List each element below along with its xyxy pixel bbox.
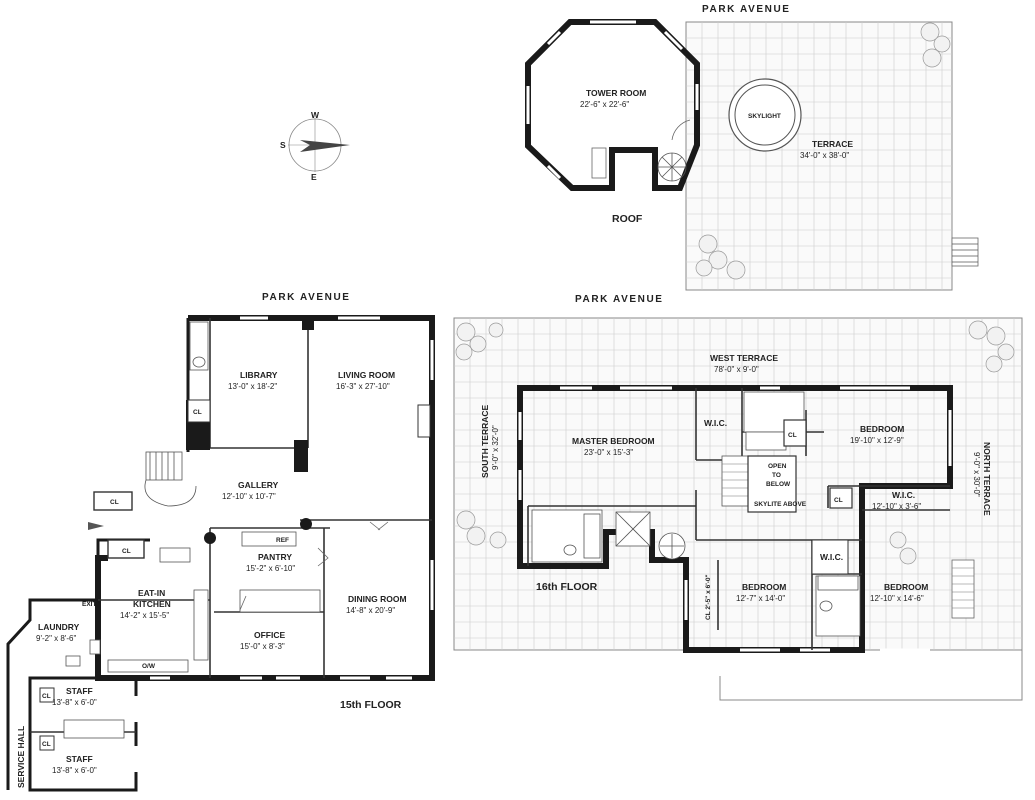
compass: W E S (280, 110, 350, 182)
compass-w: W (311, 110, 320, 120)
closet-ne-label: CL (788, 432, 797, 439)
floor-15-label: 15th FLOOR (340, 699, 402, 711)
gallery-dim: 12'-10" x 10'-7" (222, 492, 276, 501)
tower-spiral-stair (657, 152, 687, 182)
wic-2-dim: 12'-10" x 3'-6" (872, 502, 921, 511)
staff-1-name: STAFF (66, 686, 93, 696)
south-terrace-name: SOUTH TERRACE (480, 404, 490, 478)
open-below-3: BELOW (766, 481, 791, 488)
roof-terrace-grid (685, 21, 953, 291)
gallery-stair (144, 451, 197, 507)
street-label-left: PARK AVENUE (262, 292, 351, 303)
kitchen-dim: 14'-2" x 15'-5" (120, 611, 169, 620)
street-label-right: PARK AVENUE (575, 294, 664, 305)
tower-room-dim: 22'-6" x 22'-6" (580, 100, 629, 109)
compass-needle (300, 140, 350, 152)
south-terrace-dim: 9'-0" x 32'-0" (491, 425, 500, 470)
roof-terrace-name: TERRACE (812, 139, 853, 149)
staff-closet-2: CL (42, 741, 51, 748)
roof-exterior-stair (951, 237, 979, 267)
staff-2-dim: 13'-8" x 6'-0" (52, 766, 97, 775)
street-label-top: PARK AVENUE (702, 4, 791, 15)
bedroom-se-name: BEDROOM (884, 582, 928, 592)
pantry-dim: 15'-2" x 6'-10" (246, 564, 295, 573)
bedroom-sw-dim: 12'-7" x 14'-0" (736, 594, 785, 603)
master-bedroom-dim: 23'-0" x 15'-3" (584, 448, 633, 457)
compass-s: S (280, 140, 286, 150)
laundry-exit-label: EXIT (82, 601, 96, 608)
dining-room-name: DINING ROOM (348, 594, 407, 604)
north-terrace-dim: 9'-0" x 30'-0" (972, 452, 981, 497)
laundry-dim: 9'-2" x 8'-6" (36, 634, 76, 643)
bedroom-ne-name: BEDROOM (860, 424, 904, 434)
gallery-closet-label: CL (110, 499, 119, 506)
closet-e-label: CL (834, 497, 843, 504)
office-dim: 15'-0" x 8'-3" (240, 642, 285, 651)
floor-16-plan: PARK AVENUE (453, 294, 1023, 701)
master-bedroom-name: MASTER BEDROOM (572, 436, 655, 446)
kitchen-name-1: EAT-IN (138, 588, 165, 598)
staff-closet-1: CL (42, 693, 51, 700)
north-terrace-name: NORTH TERRACE (982, 442, 992, 516)
office-name: OFFICE (254, 630, 285, 640)
service-hall-label: SERVICE HALL (16, 726, 26, 788)
living-room-dim: 16'-3" x 27'-10" (336, 382, 390, 391)
open-below-2: TO (772, 472, 781, 479)
kitchen-closet-label: CL (122, 548, 131, 555)
terrace-16-shrubs (455, 320, 1015, 565)
living-room-name: LIVING ROOM (338, 370, 395, 380)
laundry-name: LAUNDRY (38, 622, 80, 632)
tower-room-name: TOWER ROOM (586, 88, 646, 98)
staff-1-dim: 13'-8" x 6'-0" (52, 698, 97, 707)
staff-2-name: STAFF (66, 754, 93, 764)
pantry-name: PANTRY (258, 552, 292, 562)
roof-shrubs-ne (920, 22, 951, 68)
kitchen-ow-label: O/W (142, 663, 156, 670)
library-closet-label: CL (193, 409, 202, 416)
compass-e: E (311, 172, 317, 182)
roof-floor-label: ROOF (612, 213, 643, 225)
library-name: LIBRARY (240, 370, 278, 380)
bedroom-se-dim: 12'-10" x 14'-6" (870, 594, 924, 603)
west-terrace-name: WEST TERRACE (710, 353, 778, 363)
wic-1-label: W.I.C. (704, 418, 727, 428)
floor-16-label: 16th FLOOR (536, 581, 598, 593)
roof-terrace-dim: 34'-0" x 38'-0" (800, 151, 849, 160)
bedroom-ne-dim: 19'-10" x 12'-9" (850, 436, 904, 445)
west-terrace-dim: 78'-0" x 9'-0" (714, 365, 759, 374)
wic-2-name: W.I.C. (892, 490, 915, 500)
tower-room: TOWER ROOM 22'-6" x 22'-6" (525, 19, 700, 191)
skylite-label: SKYLITE ABOVE (754, 501, 807, 508)
terrace-16-grid (453, 317, 1023, 701)
open-below-1: OPEN (768, 463, 787, 470)
skylight: SKYLIGHT (728, 78, 802, 152)
roof-plan: PARK AVENUE SKYLIGHT TERRACE 34'-0" x 3 (525, 4, 979, 291)
skylight-label: SKYLIGHT (748, 113, 781, 120)
gallery-name: GALLERY (238, 480, 279, 490)
library-dim: 13'-0" x 18'-2" (228, 382, 277, 391)
bedroom-sw-name: BEDROOM (742, 582, 786, 592)
floor-15-plan: PARK AVENUE (6, 292, 435, 792)
kitchen-name-2: KITCHEN (133, 599, 171, 609)
wic-3-label: W.I.C. (820, 552, 843, 562)
dining-room-dim: 14'-8" x 20'-9" (346, 606, 395, 615)
closet-cl-dim: CL 2'-5" x 6'-0" (705, 574, 712, 620)
pantry-ref-label: REF (276, 537, 289, 544)
roof-shrubs-sw (695, 234, 746, 280)
